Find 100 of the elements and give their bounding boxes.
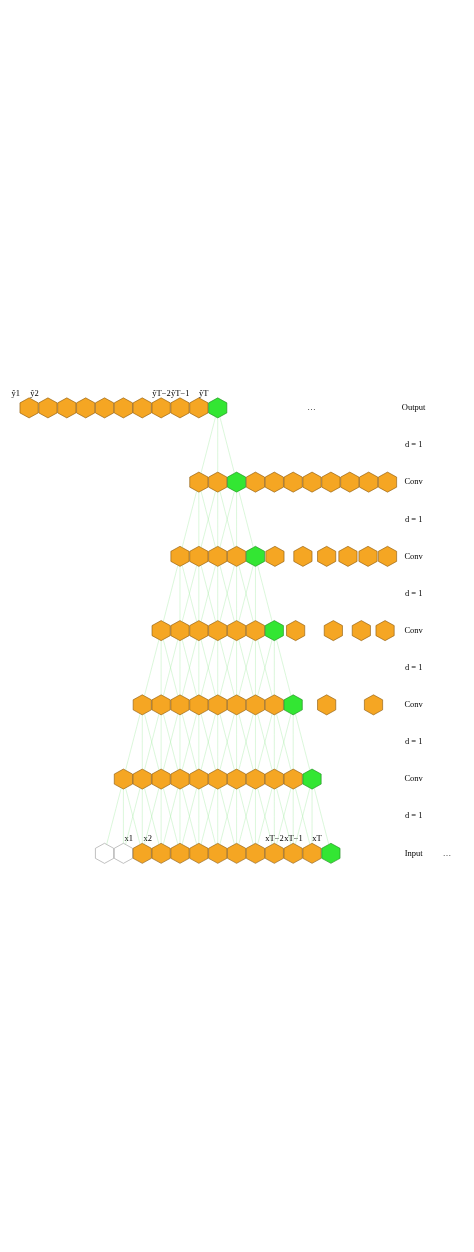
node-hexagon [19,397,38,418]
label: Conv [403,624,423,635]
label: Output [401,401,425,412]
connector [181,564,197,622]
connector [122,788,124,843]
node-hexagon [320,471,340,492]
node-hexagon [113,842,133,864]
node-hexagon [188,842,208,864]
node-hexagon [339,471,359,492]
connector [275,638,291,696]
connector [124,787,140,845]
node-hexagon [170,397,189,418]
connector [254,640,256,695]
connector [219,713,235,770]
node-hexagon [302,768,321,789]
node-hexagon [188,694,208,715]
node-hexagon [245,842,265,864]
node-hexagon [151,397,171,418]
connector [106,787,121,845]
node-hexagon [245,619,265,641]
connector [200,416,216,473]
node-hexagon [207,694,227,715]
connector [143,638,159,696]
node-hexagon [302,842,321,864]
node-hexagon [56,397,76,418]
node-hexagon [207,619,227,641]
node-hexagon [377,545,397,567]
node-hexagon [170,768,189,789]
connector [200,638,216,696]
label: … [306,401,316,412]
connector [238,564,253,622]
connector [235,491,237,546]
node-hexagon [207,768,227,789]
node-hexagon [151,768,171,789]
connector [162,638,178,696]
node-hexagon [265,545,284,567]
connector [124,713,140,770]
node-hexagon [283,842,303,864]
connector [275,713,291,770]
node-hexagon [151,842,171,864]
label: d = 1 [404,809,422,820]
label: Conv [403,550,423,561]
label: d = 1 [404,661,422,672]
connector [294,713,310,770]
node-hexagon [207,545,227,567]
node-hexagon [226,619,246,641]
node-hexagon [207,842,227,864]
connector [181,490,197,548]
connector [219,416,235,473]
node-hexagon [264,694,284,715]
connector [219,638,235,696]
node-hexagon [245,768,265,789]
label: d = 1 [404,438,422,449]
node-hexagon [363,694,383,715]
node-hexagon [226,768,246,789]
connector [294,787,310,845]
connector [181,638,197,696]
node-hexagon [264,768,284,789]
connector [256,638,272,696]
connector [235,565,237,621]
connector [219,787,235,845]
connector [235,714,237,769]
connector [256,713,272,770]
node-hexagon [245,545,265,567]
node-hexagon [132,397,152,418]
node-hexagon [170,545,189,567]
connector [238,713,253,770]
node-hexagon [264,619,284,641]
node-hexagon [293,545,312,567]
connector [254,788,256,843]
connector [200,713,216,770]
node-hexagon [151,619,171,641]
node-label: ŷT−2 [151,387,171,398]
node-label: ŷT [198,387,208,398]
node-label: ŷT−1 [170,387,190,398]
connector [238,787,253,845]
label: Conv [403,772,423,783]
node-label: ŷ1 [10,387,20,398]
node-hexagon [207,471,227,492]
label: … [442,847,451,858]
node-hexagon [285,619,305,641]
node-hexagon [170,619,189,641]
connector [256,787,272,845]
node-hexagon [358,471,378,492]
connector [200,787,216,845]
connector [254,565,256,621]
node-hexagon [188,619,208,641]
node-hexagon [75,397,95,418]
label: d = 1 [404,513,422,523]
node-hexagon [226,694,246,715]
connector [235,788,237,843]
node-hexagon [170,842,189,864]
node-hexagon [226,545,246,567]
label: Conv [403,475,423,486]
connector [181,787,197,845]
node-label: xT−1 [283,832,303,843]
node-hexagon [226,471,246,492]
connector [162,713,178,770]
node-hexagon [132,694,152,715]
node-hexagon [358,545,377,567]
